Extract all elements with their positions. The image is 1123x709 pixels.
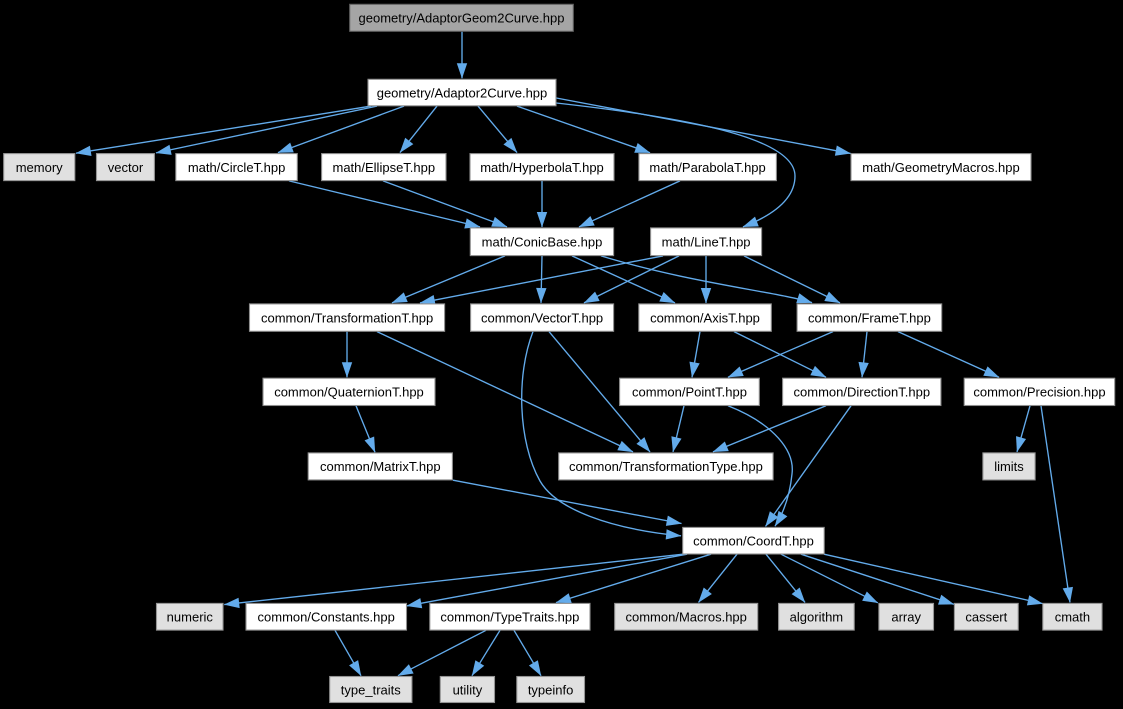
svg-text:math/HyperbolaT.hpp: math/HyperbolaT.hpp bbox=[480, 160, 604, 175]
svg-text:common/FrameT.hpp: common/FrameT.hpp bbox=[808, 310, 931, 325]
svg-text:math/EllipseT.hpp: math/EllipseT.hpp bbox=[332, 160, 435, 175]
svg-text:common/QuaternionT.hpp: common/QuaternionT.hpp bbox=[274, 385, 424, 400]
svg-text:common/TransformationType.hpp: common/TransformationType.hpp bbox=[569, 459, 763, 474]
svg-text:memory: memory bbox=[16, 160, 63, 175]
svg-text:algorithm: algorithm bbox=[790, 610, 843, 625]
svg-text:math/CircleT.hpp: math/CircleT.hpp bbox=[188, 160, 286, 175]
svg-text:common/MatrixT.hpp: common/MatrixT.hpp bbox=[320, 459, 441, 474]
svg-text:common/VectorT.hpp: common/VectorT.hpp bbox=[481, 310, 603, 325]
svg-text:common/TransformationT.hpp: common/TransformationT.hpp bbox=[261, 310, 433, 325]
svg-text:common/Macros.hpp: common/Macros.hpp bbox=[626, 610, 747, 625]
svg-text:cmath: cmath bbox=[1055, 610, 1090, 625]
svg-text:math/ConicBase.hpp: math/ConicBase.hpp bbox=[482, 235, 603, 250]
svg-text:numeric: numeric bbox=[167, 610, 214, 625]
svg-text:typeinfo: typeinfo bbox=[528, 682, 574, 697]
svg-text:common/Constants.hpp: common/Constants.hpp bbox=[258, 610, 395, 625]
svg-text:type_traits: type_traits bbox=[341, 682, 401, 697]
svg-text:array: array bbox=[891, 610, 921, 625]
svg-text:cassert: cassert bbox=[965, 610, 1007, 625]
svg-text:common/AxisT.hpp: common/AxisT.hpp bbox=[650, 310, 760, 325]
svg-text:geometry/Adaptor2Curve.hpp: geometry/Adaptor2Curve.hpp bbox=[377, 85, 548, 100]
svg-text:common/TypeTraits.hpp: common/TypeTraits.hpp bbox=[440, 610, 579, 625]
svg-text:common/DirectionT.hpp: common/DirectionT.hpp bbox=[794, 385, 931, 400]
svg-text:math/ParabolaT.hpp: math/ParabolaT.hpp bbox=[649, 160, 765, 175]
svg-text:vector: vector bbox=[108, 160, 144, 175]
svg-text:limits: limits bbox=[994, 459, 1024, 474]
svg-text:geometry/AdaptorGeom2Curve.hpp: geometry/AdaptorGeom2Curve.hpp bbox=[359, 11, 565, 26]
svg-text:common/PointT.hpp: common/PointT.hpp bbox=[632, 385, 747, 400]
svg-text:math/GeometryMacros.hpp: math/GeometryMacros.hpp bbox=[862, 160, 1020, 175]
svg-text:common/Precision.hpp: common/Precision.hpp bbox=[973, 385, 1105, 400]
svg-text:common/CoordT.hpp: common/CoordT.hpp bbox=[693, 534, 814, 549]
svg-text:math/LineT.hpp: math/LineT.hpp bbox=[662, 235, 751, 250]
svg-text:utility: utility bbox=[453, 682, 483, 697]
